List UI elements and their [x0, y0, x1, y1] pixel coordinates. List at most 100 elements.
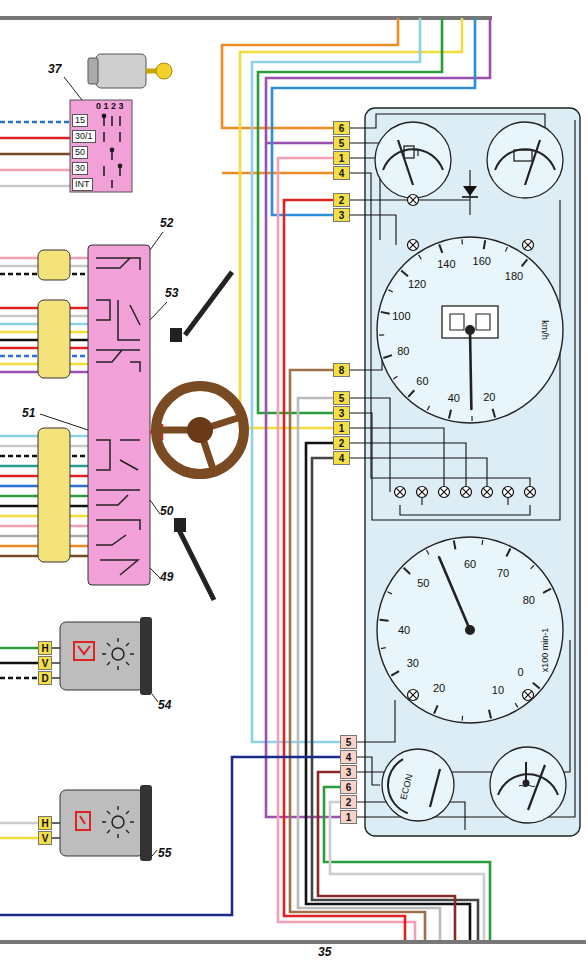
switch-wire [0, 837, 38, 839]
economy-gauge: ECON [380, 747, 456, 823]
fuel-gauge [383, 149, 443, 170]
dial-tick [454, 540, 456, 549]
scale-number: 50 [417, 577, 429, 589]
callout-number: 37 [48, 62, 61, 76]
pin-number: V [38, 831, 52, 845]
ignition-switch [102, 114, 121, 188]
fog-light-switch [60, 790, 144, 856]
warning-lamp [482, 487, 493, 498]
terminal-label: 30/1 [72, 130, 96, 143]
callout-number: 53 [165, 286, 178, 300]
cluster-connector: 543621 [340, 735, 357, 824]
unit-label: km/h [539, 320, 551, 340]
warning-lamp [525, 487, 536, 498]
scale-number: 80 [397, 345, 409, 357]
terminal-label: 30 [72, 162, 88, 175]
voltmeter-gauge [487, 122, 563, 198]
diode-symbol [463, 186, 477, 196]
scale-number: 60 [464, 558, 476, 570]
warning-lamp [408, 195, 419, 206]
scale-number: 140 [437, 258, 455, 270]
fog-light-switch [60, 785, 152, 861]
light-switch [60, 617, 152, 695]
pin-number: D [38, 671, 52, 685]
diode-symbol [462, 196, 478, 198]
combination-switch [96, 350, 140, 372]
pin-number: 6 [340, 780, 357, 794]
dial-face [375, 235, 565, 425]
fuel-gauge [375, 122, 451, 198]
ignition-switch [88, 58, 98, 84]
dial-tick [543, 589, 551, 593]
dial-tick [484, 240, 486, 249]
instrument-cluster [350, 215, 396, 245]
dial-tick [427, 406, 429, 410]
pin-number: H [38, 816, 52, 830]
dial-tick [449, 410, 451, 419]
dial-tick [462, 716, 464, 721]
dial-rim [377, 537, 563, 723]
ignition-switch [70, 54, 172, 192]
warning-lamp [408, 690, 419, 701]
ignition-switch [70, 100, 132, 192]
instrument-cluster [400, 505, 530, 515]
frame-line [0, 16, 492, 20]
scale-number: 160 [473, 255, 491, 267]
scale-number: 120 [408, 278, 426, 290]
dial-tick [381, 648, 386, 649]
dial-rim [377, 237, 563, 423]
fog-light-switch [102, 806, 134, 838]
leader-line [152, 694, 158, 702]
pin-number: 5 [333, 136, 350, 150]
combination-switch [96, 495, 140, 575]
leader-line [40, 414, 88, 430]
pin-number: 3 [333, 208, 350, 222]
warning-lamp [523, 690, 534, 701]
fuel-gauge [414, 150, 418, 156]
position-label: 0 1 2 3 [96, 101, 124, 112]
callout-number: 54 [158, 698, 171, 712]
light-switch [60, 622, 144, 690]
switch-wire [0, 662, 38, 664]
dial-tick [481, 540, 483, 545]
ignition-switch [102, 114, 105, 117]
pin-number: 1 [333, 151, 350, 165]
dial-tick [379, 334, 384, 335]
combination-switch [88, 245, 150, 585]
dial-tick [530, 565, 534, 569]
pin-number: 4 [340, 750, 357, 764]
combination-switch [38, 300, 70, 378]
warning-lamp [439, 487, 450, 498]
dial-tick [489, 710, 491, 719]
unit-label: x100 min-1 [539, 628, 551, 673]
switch-connector: HV [38, 816, 52, 845]
ignition-switch [156, 63, 172, 79]
steering-wheel [156, 272, 244, 600]
dial-tick [533, 683, 540, 689]
switch-wire [0, 677, 38, 679]
ignition-switch [118, 164, 121, 167]
gauge-needle [430, 769, 440, 807]
scale-number: 20 [433, 682, 445, 694]
gauge-face [380, 747, 456, 823]
scale-number: 20 [483, 391, 495, 403]
wire [0, 137, 72, 140]
wire [0, 185, 72, 188]
fuel-gauge [375, 122, 451, 198]
combination-switch [38, 245, 162, 585]
leader-line [150, 568, 160, 578]
dial-tick [380, 620, 389, 621]
combination-switch [38, 428, 70, 562]
temperature-gauge [528, 765, 545, 810]
terminal-label: 15 [72, 114, 88, 127]
callout-number: 51 [22, 406, 35, 420]
steering-wheel [174, 518, 186, 532]
dial-tick [383, 355, 392, 358]
pin-number: 3 [333, 406, 350, 420]
dial-tick [404, 568, 411, 574]
steering-wheel [156, 386, 244, 474]
dial-tick [381, 312, 390, 314]
tachometer: 01020304050607080x100 min-1 [375, 535, 565, 725]
pin-number: 8 [333, 363, 350, 377]
